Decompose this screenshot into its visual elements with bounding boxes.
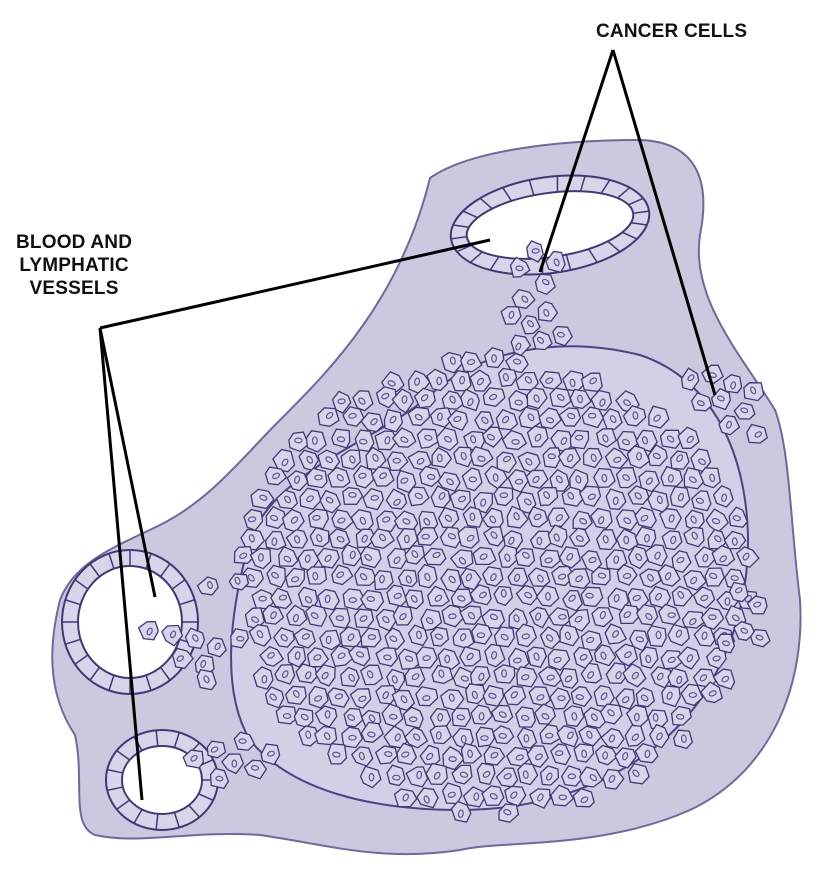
cancer-cell (501, 307, 521, 325)
cancer-cells-label: CANCER CELLS (596, 20, 747, 43)
cancer-cell (594, 469, 615, 488)
cancer-cell (361, 665, 383, 684)
cancer-cell (662, 686, 680, 707)
vessels-label-line1: BLOOD AND (16, 231, 132, 254)
cancer-cell (443, 783, 462, 804)
cancer-cell (387, 765, 405, 785)
cancer-cell (307, 567, 327, 584)
vessel-left-bottom (106, 730, 218, 830)
cancer-cell (516, 707, 536, 727)
cancer-cell (747, 425, 767, 444)
cancer-cell (717, 634, 734, 652)
vessels-label: BLOOD AND LYMPHATIC VESSELS (16, 231, 132, 300)
cancer-cell (453, 629, 474, 648)
cancer-cell (550, 388, 571, 407)
vessels-label-line2: LYMPHATIC (16, 254, 132, 277)
vessels-label-line3: VESSELS (16, 277, 132, 300)
cancer-cell (294, 708, 313, 727)
cancer-cell (581, 631, 601, 650)
cancer-cell (405, 667, 425, 687)
cancer-cell (197, 670, 216, 690)
cancer-cell (376, 648, 397, 666)
cancer-cell (628, 764, 649, 784)
cancer-cell (276, 706, 296, 724)
cancer-cell (744, 383, 764, 401)
cancer-cell (661, 430, 682, 448)
cancer-cell (674, 730, 693, 748)
cancer-cell (355, 430, 374, 451)
cancer-cell (299, 587, 318, 607)
cancer-cell (328, 744, 347, 764)
cancer-cell (647, 626, 666, 647)
cancer-cell (568, 569, 590, 589)
